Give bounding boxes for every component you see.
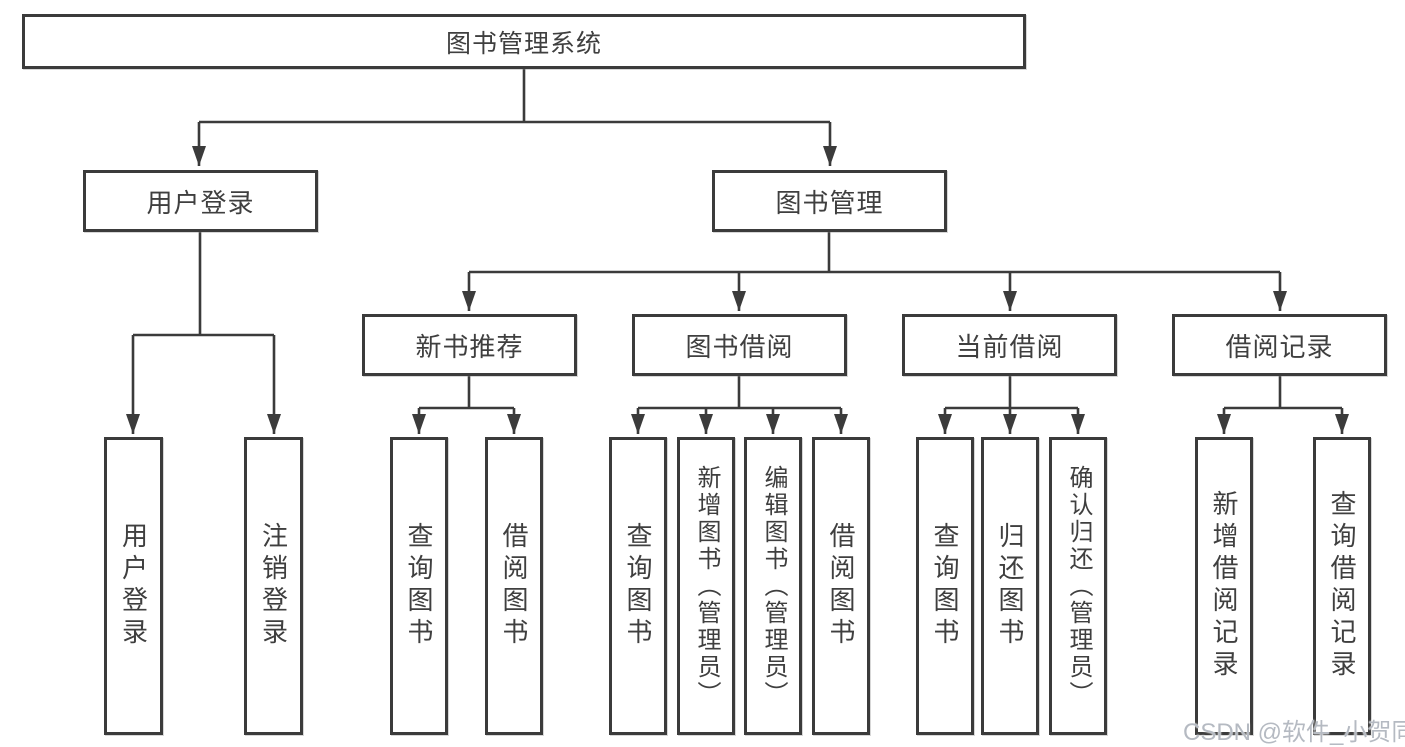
node-label: 查询图书: [623, 522, 653, 650]
leaf-return-book: 归还图书: [981, 437, 1039, 735]
edge-book-borrow-children: [631, 376, 848, 434]
node-label: 借阅图书: [499, 522, 529, 650]
node-label: 新书推荐: [415, 331, 524, 362]
node-book-borrow: 图书借阅: [632, 314, 847, 376]
edge-new-book-children: [412, 376, 521, 434]
leaf-query-books-recommend: 查询图书: [390, 437, 448, 735]
edge-book-management-children: [462, 232, 1287, 311]
leaf-borrow-books: 借阅图书: [812, 437, 870, 735]
node-label: 图书管理系统: [445, 29, 602, 58]
node-label: 图书管理: [775, 187, 884, 218]
node-label: 新增图书（管理员）: [693, 464, 720, 708]
node-label: 用户登录: [118, 522, 149, 650]
node-label: 查询借阅记录: [1327, 490, 1357, 682]
node-label: 当前借阅: [955, 331, 1064, 362]
leaf-borrow-books-recommend: 借阅图书: [485, 437, 543, 735]
leaf-query-books-current: 查询图书: [916, 437, 974, 735]
node-label: 用户登录: [146, 187, 255, 218]
node-user-login: 用户登录: [83, 170, 318, 232]
leaf-add-borrow-record: 新增借阅记录: [1195, 437, 1253, 735]
node-library-management-system: 图书管理系统: [22, 14, 1026, 69]
node-current-borrow: 当前借阅: [902, 314, 1117, 376]
edge-user-login-children: [126, 232, 281, 434]
node-label: 图书借阅: [685, 331, 794, 362]
node-label: 归还图书: [995, 522, 1025, 650]
node-book-management: 图书管理: [712, 170, 947, 232]
node-label: 借阅图书: [826, 522, 856, 650]
leaf-query-books-borrow: 查询图书: [609, 437, 667, 735]
node-label: 借阅记录: [1225, 331, 1334, 362]
leaf-logout: 注销登录: [244, 437, 303, 735]
node-label: 查询图书: [404, 522, 434, 650]
node-new-book-recommend: 新书推荐: [362, 314, 577, 376]
node-borrow-record: 借阅记录: [1172, 314, 1387, 376]
node-label: 查询图书: [930, 522, 960, 650]
node-label: 确认归还（管理员）: [1065, 464, 1092, 708]
leaf-add-book-admin: 新增图书（管理员）: [677, 437, 735, 735]
leaf-confirm-return-admin: 确认归还（管理员）: [1049, 437, 1107, 735]
leaf-edit-book-admin: 编辑图书（管理员）: [744, 437, 802, 735]
csdn-watermark: CSDN @软件_小贺同学: [1183, 719, 1405, 746]
leaf-query-borrow-record: 查询借阅记录: [1313, 437, 1371, 735]
node-label: 编辑图书（管理员）: [760, 464, 787, 708]
leaf-user-login: 用户登录: [104, 437, 163, 735]
node-label: 注销登录: [258, 522, 289, 650]
edge-borrow-record-children: [1217, 376, 1349, 434]
edge-current-borrow-children: [938, 376, 1085, 434]
edge-root-to-level2: [192, 69, 837, 166]
node-label: 新增借阅记录: [1209, 490, 1239, 682]
